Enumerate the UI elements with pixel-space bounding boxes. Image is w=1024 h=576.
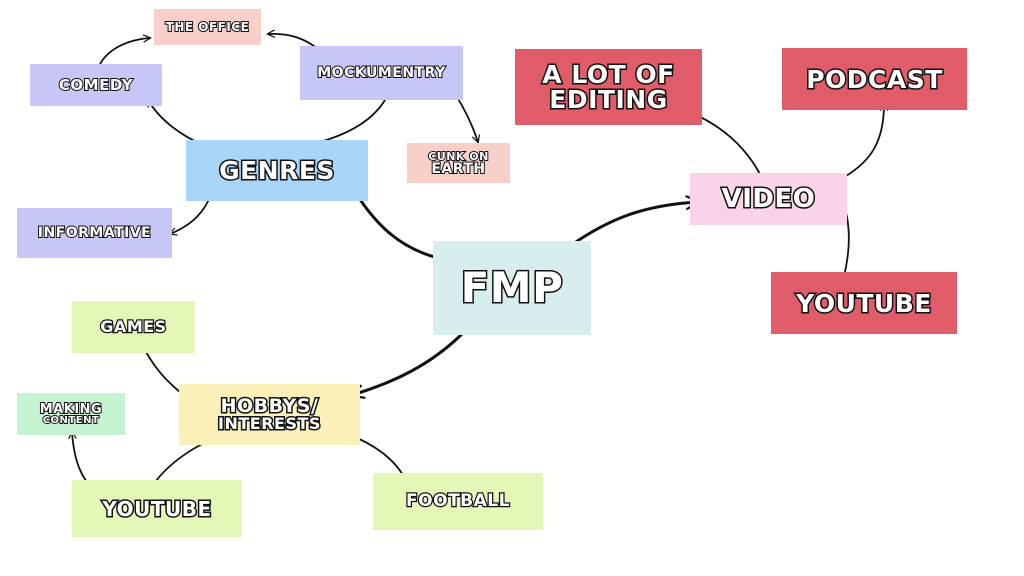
- editing-line2: EDITING: [548, 85, 669, 114]
- video-youtube-label: YOUTUBE: [795, 288, 933, 318]
- podcast-node: PODCAST: [782, 48, 967, 110]
- the-office-node: THE OFFICE: [154, 9, 261, 45]
- video-label: VIDEO: [720, 184, 816, 214]
- mockumentry-node: MOCKUMENTRY: [300, 46, 463, 100]
- arrow-video-podcast: [845, 104, 884, 177]
- games-label: GAMES: [99, 317, 167, 336]
- hobbys-line1: HOBBYS/: [219, 395, 319, 417]
- informative-node: INFORMATIVE: [17, 208, 172, 258]
- comedy-node: COMEDY: [30, 64, 162, 106]
- arrow-video-editing: [694, 114, 763, 179]
- making-content-node: MAKING CONTENT: [17, 393, 125, 435]
- informative-label: INFORMATIVE: [37, 225, 152, 241]
- comedy-label: COMEDY: [58, 75, 134, 94]
- cunk-line1: CUNK ON: [427, 149, 489, 163]
- football-label: FOOTBALL: [405, 491, 511, 511]
- arrow-fmp-hobbies: [352, 332, 464, 395]
- arrow-fmp-video: [569, 202, 698, 248]
- cunk-line2: EARTH: [430, 160, 486, 177]
- mockumentry-label: MOCKUMENTRY: [316, 65, 446, 81]
- video-youtube-node: YOUTUBE: [771, 272, 957, 334]
- podcast-label: PODCAST: [805, 64, 944, 94]
- hobby-youtube-label: YOUTUBE: [101, 496, 213, 521]
- a-lot-of-editing-node: A LOT OF EDITING: [515, 49, 702, 125]
- hobby-youtube-node: YOUTUBE: [72, 480, 242, 537]
- cunk-on-earth-node: CUNK ON EARTH: [407, 143, 510, 183]
- arrow-comedy-office: [99, 38, 150, 65]
- making-line1: MAKING: [39, 401, 103, 417]
- video-node: VIDEO: [690, 173, 847, 225]
- making-line2: CONTENT: [42, 414, 100, 426]
- genres-node: GENRES: [186, 140, 368, 201]
- hobbys-line2: INTERESTS: [217, 414, 322, 433]
- games-node: GAMES: [72, 301, 195, 353]
- editing-line1: A LOT OF: [541, 60, 676, 89]
- genres-label: GENRES: [218, 156, 336, 185]
- the-office-label: THE OFFICE: [165, 20, 250, 34]
- center-node: FMP: [433, 241, 591, 335]
- football-node: FOOTBALL: [373, 473, 543, 530]
- center-label: FMP: [459, 263, 564, 312]
- hobbys-interests-node: HOBBYS/ INTERESTS: [179, 384, 360, 445]
